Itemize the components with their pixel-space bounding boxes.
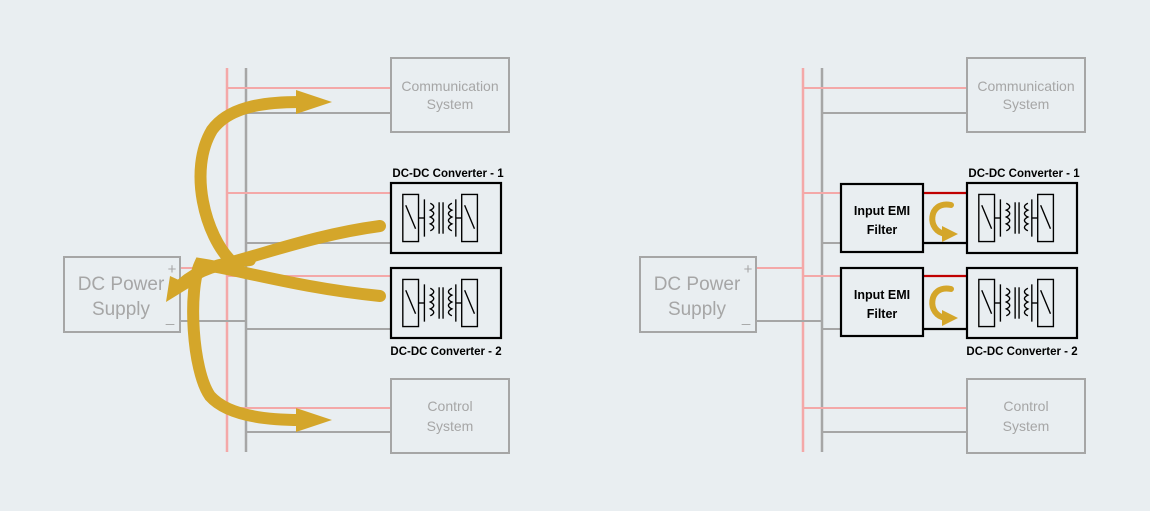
right-comm-label-line1: Communication xyxy=(977,78,1074,94)
noise-loop-2-arrowhead-icon xyxy=(942,310,958,326)
right-comm-label-line2: System xyxy=(1003,96,1050,112)
noise-loop-2-icon xyxy=(929,285,954,321)
arrowhead-to-supply-icon xyxy=(166,276,192,302)
filter1-label-line1: Input EMI xyxy=(854,204,910,218)
noise-arrow-to-supply xyxy=(176,254,256,290)
left-control-system: Control System xyxy=(390,378,510,454)
right-communication-system: Communication System xyxy=(966,57,1086,133)
filter1-label-line2: Filter xyxy=(867,223,898,237)
right-dc-dc-converter-1: DC-DC Converter - 1 xyxy=(965,168,1080,255)
right-psu-label-line1: DC Power xyxy=(654,274,741,295)
noise-loop-1-icon xyxy=(929,201,954,237)
left-psu-plus: + xyxy=(168,261,177,278)
noise-arrow-from-converter1 xyxy=(194,96,386,269)
left-dc-dc-converter-2: DC-DC Converter - 2 xyxy=(389,266,503,358)
left-communication-system: Communication System xyxy=(390,57,510,133)
left-psu-minus: _ xyxy=(165,309,175,326)
left-converter1-label: DC-DC Converter - 1 xyxy=(392,168,504,180)
noise-loop-1-arrowhead-icon xyxy=(942,226,958,242)
right-dc-dc-converter-2: DC-DC Converter - 2 xyxy=(965,266,1079,358)
right-converter1-label: DC-DC Converter - 1 xyxy=(968,168,1080,180)
left-comm-label-line2: System xyxy=(427,96,474,112)
right-psu-minus: _ xyxy=(741,309,751,326)
right-control-system: Control System xyxy=(966,378,1086,454)
filter2-label-line1: Input EMI xyxy=(854,288,910,302)
left-dc-power-supply: DC Power Supply + _ xyxy=(63,256,181,333)
left-control-label-line2: System xyxy=(427,418,474,434)
left-noise-arrows xyxy=(176,96,386,426)
left-panel: DC Power Supply + _ Communication System… xyxy=(63,57,510,454)
right-branch-wires xyxy=(756,87,967,433)
arrowhead-to-control-icon xyxy=(296,408,332,432)
left-dc-dc-converter-1: DC-DC Converter - 1 xyxy=(389,168,504,255)
filter2-label-line2: Filter xyxy=(867,307,898,321)
left-control-label-line1: Control xyxy=(427,398,472,414)
left-psu-label-line1: DC Power xyxy=(78,274,165,295)
right-control-label-line2: System xyxy=(1003,418,1050,434)
left-comm-label-line1: Communication xyxy=(401,78,498,94)
left-noise-arrowheads xyxy=(166,90,332,432)
left-psu-label-line2: Supply xyxy=(92,299,151,320)
right-control-label-line1: Control xyxy=(1003,398,1048,414)
right-input-emi-filter-2: Input EMI Filter xyxy=(839,266,925,338)
noise-arrow-from-converter2 xyxy=(187,257,386,426)
right-psu-label-line2: Supply xyxy=(668,299,727,320)
right-converter2-label: DC-DC Converter - 2 xyxy=(966,346,1077,358)
right-input-emi-filter-1: Input EMI Filter xyxy=(839,182,925,254)
arrowhead-to-comm-icon xyxy=(296,90,332,114)
right-dc-power-supply: DC Power Supply + _ xyxy=(639,256,757,333)
left-converter2-label: DC-DC Converter - 2 xyxy=(390,346,501,358)
right-psu-plus: + xyxy=(744,261,753,278)
right-panel: DC Power Supply + _ Communication System… xyxy=(639,57,1086,454)
right-contained-noise-loops xyxy=(929,201,958,326)
